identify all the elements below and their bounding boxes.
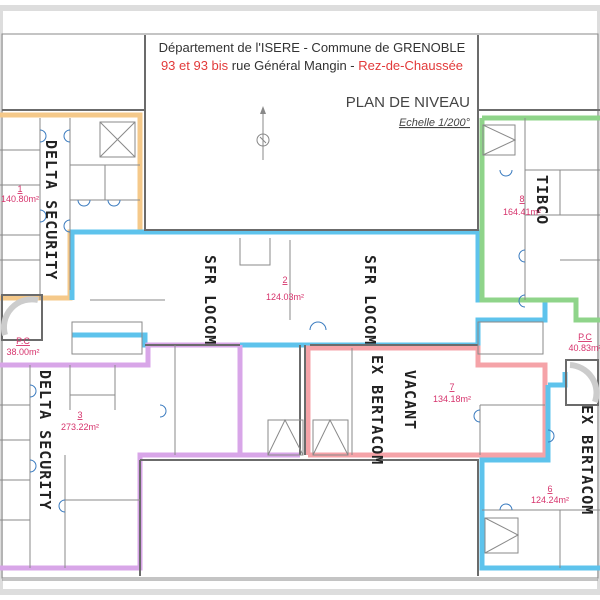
tenant-label-delta-top: DELTA SECURITY xyxy=(42,140,60,280)
room-number: 3 xyxy=(77,410,82,420)
room-number: 8 xyxy=(519,194,524,204)
room-area: 164.41m² xyxy=(503,207,541,217)
room-area: 124.24m² xyxy=(531,495,569,505)
room-area: 40.83m² xyxy=(568,343,600,353)
tenant-label-ex-bertacom: EX BERTACOM xyxy=(578,405,596,515)
north-arrow-icon xyxy=(256,106,270,160)
room-number: 6 xyxy=(547,484,552,494)
room-pc-right: P.C 40.83m² xyxy=(568,332,600,353)
room-number: P.C xyxy=(16,336,30,346)
room-number: 1 xyxy=(17,184,22,194)
tenant-label-delta-bottom: DELTA SECURITY xyxy=(36,370,54,510)
zone-vacant xyxy=(305,345,548,458)
room-pc-left: P.C 38.00m² xyxy=(6,336,39,357)
tenant-label-tibco: TIBCO xyxy=(533,175,551,225)
room-number: 2 xyxy=(282,275,287,285)
floor-level: Rez-de-Chaussée xyxy=(358,58,463,73)
room-3: 3 273.22m² xyxy=(61,410,99,432)
room-number: 7 xyxy=(449,382,454,392)
scale-label: Echelle 1/200° xyxy=(399,117,471,129)
doors xyxy=(29,129,555,513)
plan-title: PLAN DE NIVEAU xyxy=(346,94,470,111)
stairs-right xyxy=(565,359,600,406)
address-street: rue Général Mangin - xyxy=(228,58,358,73)
address-number: 93 et 93 bis xyxy=(161,58,229,73)
header-line1: Département de l'ISERE - Commune de GREN… xyxy=(159,40,466,55)
room-8: 8 164.41m² xyxy=(503,194,541,217)
tenant-label-sfr-left-1: SFR LOCOM xyxy=(201,255,219,345)
tenant-label-vacant: VACANT xyxy=(401,370,419,430)
room-area: 140.80m² xyxy=(1,194,39,204)
room-area: 124.03m² xyxy=(266,292,304,302)
page-frame xyxy=(0,5,600,595)
header-line2: 93 et 93 bis rue Général Mangin - Rez-de… xyxy=(161,58,463,73)
room-2: 2 124.03m² xyxy=(266,275,304,302)
tenant-label-vacant-ex: EX BERTACOM xyxy=(368,355,386,465)
room-1: 1 140.80m² xyxy=(1,184,39,204)
restroom-left xyxy=(71,321,143,355)
room-area: 273.22m² xyxy=(61,422,99,432)
room-number: P.C xyxy=(578,332,592,342)
room-6: 6 124.24m² xyxy=(531,484,569,505)
restroom-right xyxy=(477,321,544,355)
stairs-left xyxy=(0,294,43,341)
room-area: 134.18m² xyxy=(433,394,471,404)
zone-sfr-locom xyxy=(69,229,548,348)
room-area: 38.00m² xyxy=(6,347,39,357)
room-7: 7 134.18m² xyxy=(433,382,471,404)
tenant-label-sfr-right: SFR LOCOM xyxy=(361,255,379,345)
zone-tibco xyxy=(479,115,600,323)
